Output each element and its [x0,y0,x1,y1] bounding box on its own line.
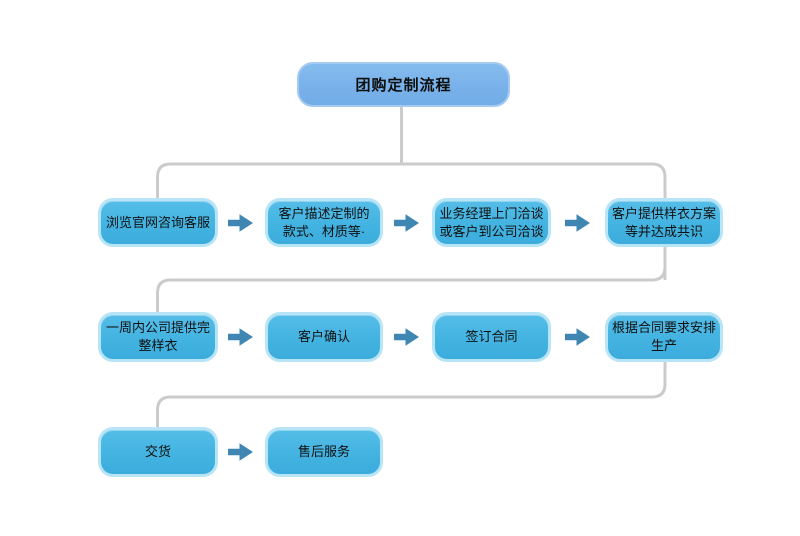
step-label: 生产 [650,338,677,353]
step-label: 一周内公司提供完 [105,320,210,336]
step-label: 签订合同 [465,329,518,345]
step-label: 根据合同要求安排 [611,320,716,336]
connector-row1-to-row2 [156,247,667,312]
step-label: 浏览官网咨询客服 [105,214,210,230]
step-delivery: 交货 [98,427,218,477]
step-label: 客户提供样衣方案 [611,205,716,221]
step-label: 或客户到公司洽谈 [439,223,544,239]
step-manager-negotiation: 业务经理上门洽谈 或客户到公司洽谈 [432,198,551,247]
step-label: 售后服务 [297,444,350,460]
connector-row1-branch [156,162,667,280]
page-title: 团购定制流程 [355,77,452,94]
step-arrange-production: 根据合同要求安排 生产 [605,312,723,362]
step-after-sales: 售后服务 [265,427,383,477]
step-customer-confirm: 客户确认 [265,312,383,362]
step-label: 客户确认 [297,329,350,345]
step-label: 业务经理上门洽谈 [439,205,544,221]
step-label: 整样衣 [138,338,178,353]
step-sign-contract: 签订合同 [432,312,551,362]
step-label: 款式、材质等· [282,223,366,239]
connector-row2-to-row3 [156,362,667,427]
step-sample-plan-consensus: 客户提供样衣方案 等并达成共识 [605,198,723,247]
step-provide-full-sample: 一周内公司提供完 整样衣 [98,312,218,362]
step-browse-official-site: 浏览官网咨询客服 [98,198,218,247]
title-box: 团购定制流程 [297,62,510,107]
step-label: 交货 [144,444,171,460]
step-describe-customization: 客户描述定制的 款式、材质等· [265,198,383,247]
step-label: 等并达成共识 [624,223,703,239]
step-label: 客户描述定制的 [278,205,370,221]
